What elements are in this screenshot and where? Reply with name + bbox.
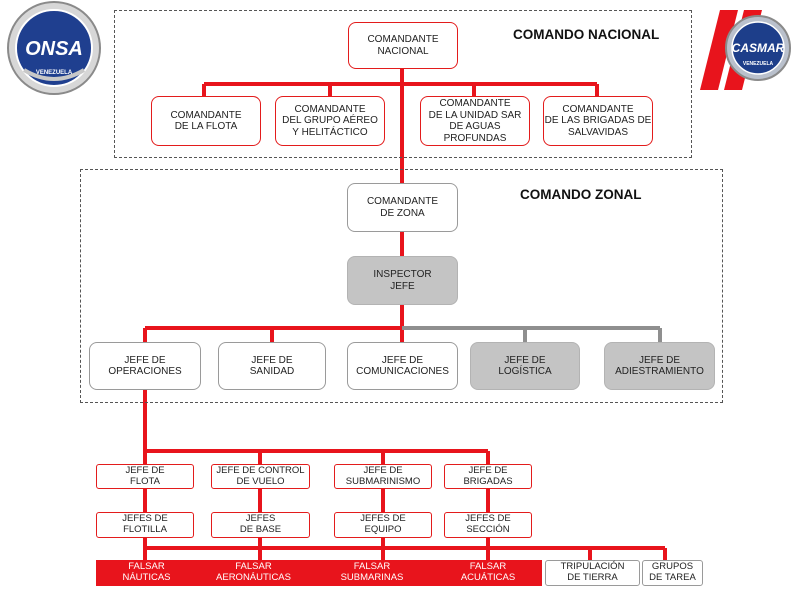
comandante-nacional-box: COMANDANTE NACIONAL (348, 22, 458, 69)
jefes-equipo-box: JEFES DE EQUIPO (334, 512, 432, 538)
jefes-base-box: JEFES DE BASE (211, 512, 310, 538)
comandante-grupo-aereo-box: COMANDANTE DEL GRUPO AÉREO Y HELITÁCTICO (275, 96, 385, 146)
comandante-unidad-sar-box: COMANDANTE DE LA UNIDAD SAR DE AGUAS PRO… (420, 96, 530, 146)
falsar-acuaticas-box: FALSAR ACUÁTICAS (434, 560, 542, 586)
inspector-jefe-box: INSPECTOR JEFE (347, 256, 458, 305)
jefe-adiestramiento-box: JEFE DE ADIESTRAMIENTO (604, 342, 715, 390)
casmar-logo-text: CASMAR (732, 41, 785, 55)
casmar-logo: CASMAR VENEZUELA (700, 10, 791, 90)
jefe-flota-box: JEFE DE FLOTA (96, 464, 194, 489)
comandante-zona-box: COMANDANTE DE ZONA (347, 183, 458, 232)
comandante-brigadas-box: COMANDANTE DE LAS BRIGADAS DE SALVAVIDAS (543, 96, 653, 146)
jefe-operaciones-box: JEFE DE OPERACIONES (89, 342, 201, 390)
falsar-submarinas-box: FALSAR SUBMARINAS (310, 560, 434, 586)
onsa-logo-text: ONSA (25, 38, 83, 60)
comandante-flota-box: COMANDANTE DE LA FLOTA (151, 96, 261, 146)
falsar-nauticas-box: FALSAR NÁUTICAS (96, 560, 197, 586)
jefe-sanidad-box: JEFE DE SANIDAD (218, 342, 326, 390)
grupos-tarea-box: GRUPOS DE TAREA (642, 560, 703, 586)
jefe-submarinismo-box: JEFE DE SUBMARINISMO (334, 464, 432, 489)
jefe-logistica-box: JEFE DE LOGÍSTICA (470, 342, 580, 390)
jefes-seccion-box: JEFES DE SECCIÓN (444, 512, 532, 538)
jefes-flotilla-box: JEFES DE FLOTILLA (96, 512, 194, 538)
casmar-logo-subtitle: VENEZUELA (743, 61, 774, 67)
onsa-logo: ONSA VENEZUELA (7, 1, 101, 95)
onsa-logo-subtitle: VENEZUELA (36, 70, 73, 76)
comando-nacional-region (114, 10, 692, 158)
comando-zonal-title: COMANDO ZONAL (520, 187, 642, 202)
tripulacion-tierra-box: TRIPULACIÓN DE TIERRA (545, 560, 640, 586)
jefe-control-vuelo-box: JEFE DE CONTROL DE VUELO (211, 464, 310, 489)
comando-nacional-title: COMANDO NACIONAL (513, 27, 660, 42)
jefe-comunicaciones-box: JEFE DE COMUNICACIONES (347, 342, 458, 390)
jefe-brigadas-box: JEFE DE BRIGADAS (444, 464, 532, 489)
falsar-aeronauticas-box: FALSAR AERONÁUTICAS (197, 560, 310, 586)
comando-zonal-region (80, 169, 723, 403)
